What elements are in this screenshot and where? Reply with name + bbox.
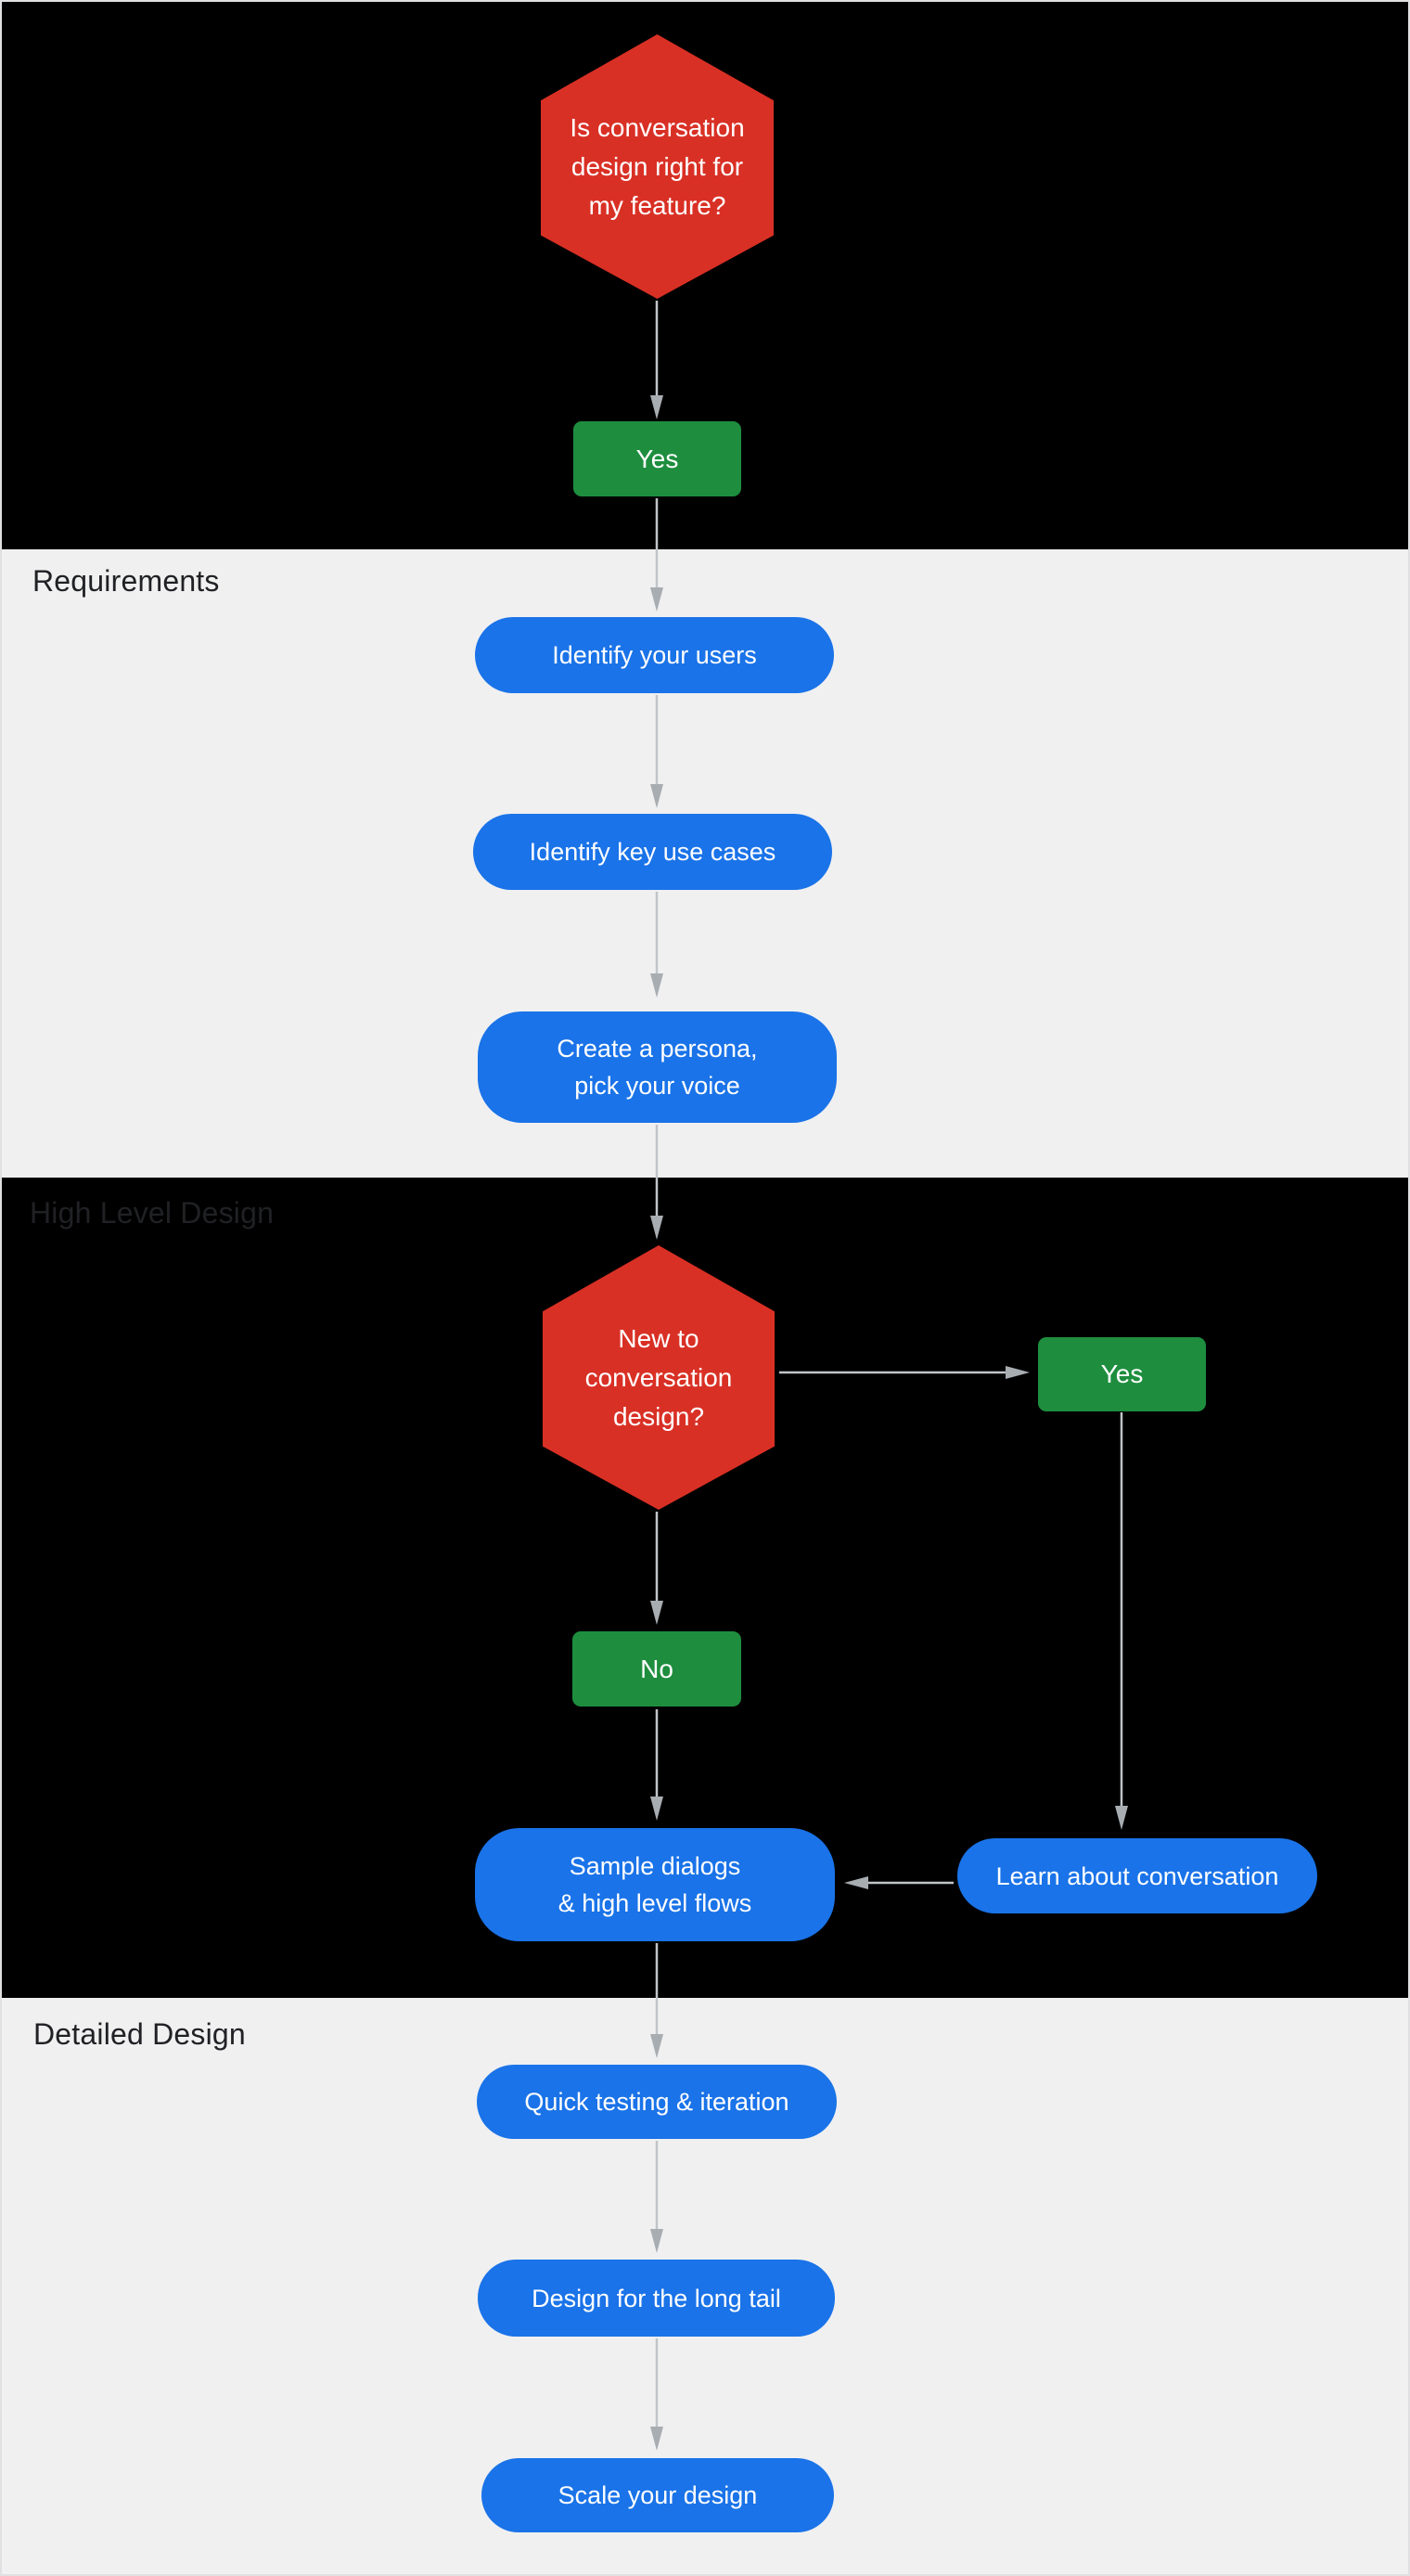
process-line: & high level flows [558, 1889, 752, 1917]
decision-line: design? [612, 1401, 705, 1431]
process-node-scale-design: Scale your design [481, 2458, 834, 2532]
section-label-high-level-design: High Level Design [30, 1196, 275, 1230]
section-label-detailed-design: Detailed Design [33, 2017, 246, 2051]
process-node-quick-testing: Quick testing & iteration [477, 2065, 837, 2139]
process-node-identify-users: Identify your users [475, 617, 834, 693]
no-button: No [572, 1631, 741, 1707]
process-line: pick your voice [574, 1072, 740, 1100]
decision-line: my feature? [588, 190, 726, 220]
section-label-requirements: Requirements [32, 564, 220, 598]
decision-node-new-to-design: New to conversation design? [543, 1245, 775, 1510]
yes-button-right: Yes [1038, 1337, 1206, 1411]
yes-button-top: Yes [573, 421, 741, 496]
decision-line: New to [618, 1323, 699, 1353]
process-line: Create a persona, [557, 1035, 758, 1063]
process-node-identify-use-cases: Identify key use cases [473, 814, 832, 890]
decision-line: Is conversation [570, 112, 745, 142]
process-node-sample-dialogs: Sample dialogs & high level flows [475, 1828, 835, 1941]
decision-line: design right for [570, 151, 744, 181]
process-line: Sample dialogs [569, 1852, 741, 1880]
process-node-design-long-tail: Design for the long tail [478, 2260, 835, 2337]
process-node-create-persona: Create a persona, pick your voice [478, 1011, 837, 1123]
process-node-learn-conversation: Learn about conversation [957, 1838, 1317, 1913]
decision-line: conversation [584, 1362, 733, 1392]
